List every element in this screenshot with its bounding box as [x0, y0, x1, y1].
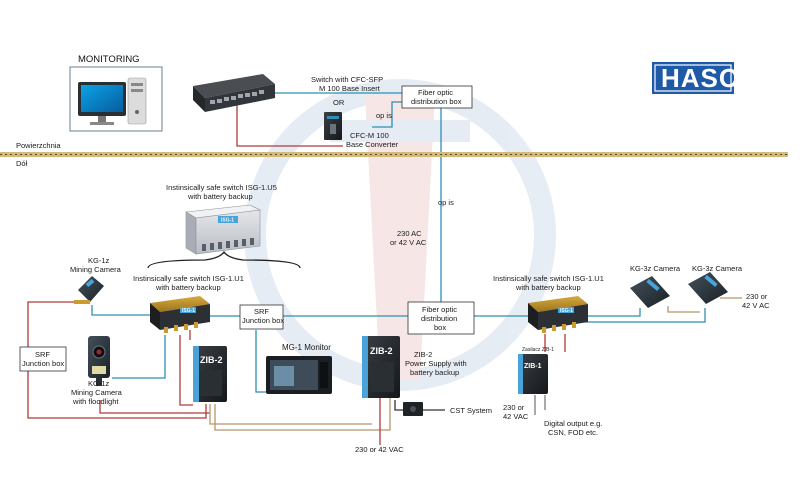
isg-u1-left-device-text: ISG-1	[182, 308, 195, 314]
isg-u1-right-label-2: with battery backup	[515, 283, 581, 292]
power-right-label-2: 42 V AC	[742, 301, 770, 310]
kg1z-bottom-label-2: Mining Camera	[71, 388, 123, 397]
fiber-box-top-label-1: Fiber optic	[418, 88, 453, 97]
zib-left-device: ZIB-2	[193, 346, 227, 402]
isg-u1-left-label-1: Instinsically safe switch ISG-1.U1	[133, 274, 244, 283]
fiber-box-mid-label-3: box	[434, 323, 446, 332]
converter-icon	[324, 112, 342, 140]
isg-u5-label-2: with battery backup	[187, 192, 253, 201]
converter-label-1: CFC-M 100	[350, 131, 389, 140]
isg-u1-right-device: ISG-1	[528, 296, 588, 333]
kg3z-a-camera-icon	[630, 276, 670, 308]
srf-mid-box	[239, 304, 284, 330]
converter-label-2: Base Converter	[346, 140, 399, 149]
surface-above-label: Powierzchnia	[16, 141, 61, 150]
switch-top-or: OR	[333, 98, 345, 107]
haso-logo: HASO	[652, 62, 740, 94]
zib-right-device-text: ZIB-1	[524, 363, 542, 370]
isg-u5-device: ISG-1	[185, 204, 262, 255]
isg-u1-left-device: ISG-1	[150, 296, 210, 333]
cable-network	[27, 92, 742, 445]
srf-left-label-2: Junction box	[22, 359, 64, 368]
isg-u1-right-device-text: ISG-1	[560, 308, 573, 314]
srf-mid-label-1: SRF	[254, 307, 269, 316]
zib-mid-device-text: ZIB-2	[370, 346, 393, 356]
logo-text: HASO	[661, 63, 740, 93]
isg-u1-right-label-1: Instinsically safe switch ISG-1.U1	[493, 274, 604, 283]
monitor-icon	[78, 82, 126, 125]
isg-u1-left-label-2: with battery backup	[155, 283, 221, 292]
power-vertical-label-2: or 42 V AC	[390, 238, 427, 247]
kg3z-b-camera-icon	[688, 272, 728, 304]
kg1z-bottom-camera-icon	[88, 336, 110, 386]
power-right-label-1: 230 or	[746, 292, 768, 301]
fiber-box-mid-label-1: Fiber optic	[422, 305, 457, 314]
kg3z-b-label: KG-3z Camera	[692, 264, 743, 273]
fiber-box-mid-label-2: distribution	[421, 314, 457, 323]
monitoring-title: MONITORING	[78, 54, 140, 65]
zib-mid-label-3: battery backup	[410, 368, 459, 377]
fiber-box-top	[401, 85, 473, 109]
srf-left-label-1: SRF	[35, 350, 50, 359]
zib-mid-label-2: Power Supply with	[405, 359, 467, 368]
surface-below-label: Dół	[16, 159, 28, 168]
fiber-box-top-label-2: distribution box	[411, 97, 462, 106]
kg1z-bottom-label-3: with floodlight	[72, 397, 119, 406]
digital-output-label-1: Digital output e.g.	[544, 419, 602, 428]
zib-left-device-text: ZIB-2	[200, 355, 223, 365]
cst-label: CST System	[450, 406, 492, 415]
srf-mid-label-2: Junction box	[242, 316, 284, 325]
srf-left-box	[19, 346, 67, 372]
mg1-label: MG-1 Monitor	[282, 343, 331, 352]
kg3z-a-label: KG-3z Camera	[630, 264, 681, 273]
zib-right-caption: Zasilacz ZIB-1	[522, 347, 554, 353]
op-is-label-2: op is	[438, 198, 454, 207]
network-switch-icon	[193, 74, 275, 112]
zib-mid-device: ZIB-2	[362, 336, 400, 398]
fiber-box-mid	[407, 301, 475, 335]
digital-output-label-2: CSN, FOD etc.	[548, 428, 598, 437]
power-bottom-label: 230 or 42 VAC	[355, 445, 404, 454]
isg-u5-label-1: Instinsically safe switch ISG-1.U5	[166, 183, 277, 192]
pc-tower-icon	[127, 77, 147, 125]
mg1-monitor-icon	[266, 356, 332, 394]
kg1z-top-label-2: Mining Camera	[70, 265, 122, 274]
kg1z-bottom-label-1: KG-1z	[88, 379, 110, 388]
surface-strip	[0, 152, 788, 157]
power-right-low-label-2: 42 VAC	[503, 412, 529, 421]
op-is-label-1: op is	[376, 111, 392, 120]
kg1z-top-camera-icon	[74, 276, 104, 304]
power-vertical-label-1: 230 AC	[397, 229, 422, 238]
kg1z-top-label-1: KG-1z	[88, 256, 110, 265]
switch-top-label-1: Switch with CFC-SFP	[311, 75, 383, 84]
zib-mid-label-1: ZIB-2	[414, 350, 432, 359]
switch-top-label-2: M 100 Base Insert	[319, 84, 381, 93]
power-right-low-label-1: 230 or	[503, 403, 525, 412]
cst-junction-icon	[403, 402, 423, 416]
zib-right-device: ZIB-1	[518, 354, 548, 394]
isg-u5-device-text: ISG-1	[221, 218, 234, 224]
